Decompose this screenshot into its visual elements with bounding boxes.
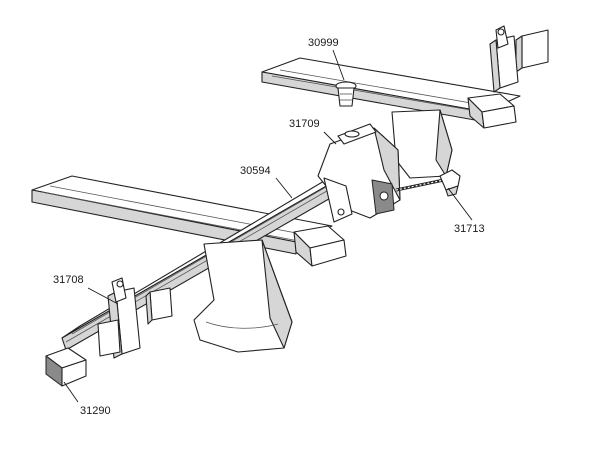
rear-bar-end-cap: [467, 93, 517, 129]
callout-label-end-clip: 31708: [53, 274, 84, 286]
front-rail-clamp: [97, 277, 173, 359]
front-foot: [193, 239, 293, 353]
bolt-31713: [395, 169, 461, 197]
screw-30999: [335, 81, 357, 107]
callout-label-bar: 30594: [240, 165, 271, 177]
bracket-31709: [317, 123, 401, 223]
callout-label-bracket: 31709: [289, 118, 320, 130]
leader-lines: [63, 49, 473, 403]
callout-label-screw: 30999: [308, 37, 339, 49]
rear-roof-bar: [261, 57, 521, 123]
front-bar-end-cap: [293, 225, 347, 267]
callout-label-end-cap: 31290: [80, 405, 111, 417]
end-cap-31290: [45, 347, 87, 387]
callout-label-bolt: 31713: [454, 223, 485, 235]
rear-rail-clamp: [489, 25, 549, 93]
rear-foot: [391, 109, 453, 179]
